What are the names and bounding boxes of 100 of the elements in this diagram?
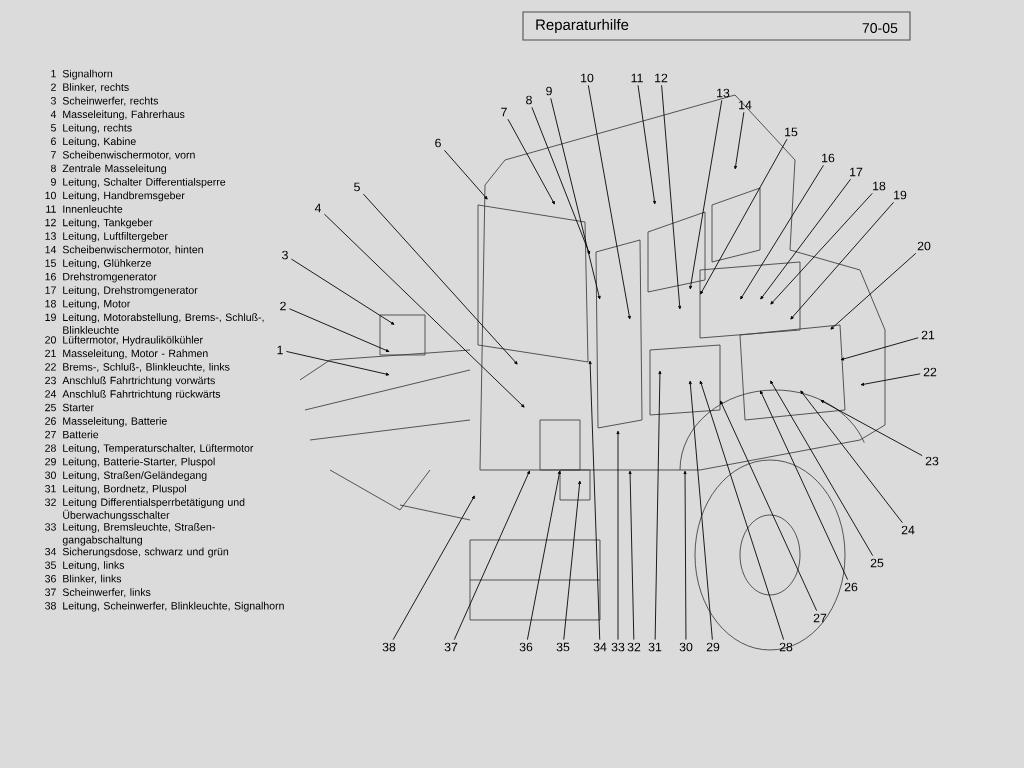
part-name: Leitung, rechts: [63, 123, 132, 134]
callout-number: 21: [921, 330, 935, 340]
part-number: 5: [50, 124, 56, 132]
callout-number: 13: [717, 88, 730, 98]
part-name: Scheinwerfer, rechts: [62, 96, 159, 106]
part-name: Leitung, Glühkerze: [63, 259, 151, 269]
callout-number: 35: [556, 642, 570, 652]
part-number: 26: [45, 417, 56, 425]
leader-line: [563, 480, 582, 641]
leader-line: [531, 106, 591, 255]
part-name: Blinker, links: [63, 574, 122, 584]
leader-line: [820, 400, 923, 457]
callout-number: 16: [822, 153, 835, 163]
callout-number: 3: [282, 250, 288, 260]
leader-line: [616, 430, 620, 641]
leader-line: [790, 201, 894, 320]
part-name: Masseleitung, Batterie: [63, 417, 167, 427]
part-number: 10: [45, 191, 56, 200]
leader-line: [285, 351, 390, 376]
part-name: Innenleuchte: [63, 204, 123, 213]
callout-number: 30: [679, 642, 693, 652]
part-name: Leitung, Scheinwerfer, Blinkleuchte, Signalhorn: [63, 601, 284, 612]
leader-line: [453, 470, 530, 641]
callout-number: 26: [844, 582, 858, 592]
callout-number: 32: [627, 642, 641, 652]
leader-line: [760, 178, 852, 300]
callout-number: 10: [581, 73, 594, 83]
callout-number: 37: [444, 642, 458, 652]
leader-line: [654, 370, 662, 641]
callout-number: 14: [739, 100, 752, 110]
part-number: 35: [45, 561, 56, 569]
callout-number: 23: [925, 456, 939, 466]
callout-number: 11: [631, 73, 643, 83]
part-number: 30: [45, 471, 56, 479]
part-name: Lüftermotor, Hydraulikölkühler: [63, 335, 203, 346]
leader-line: [770, 380, 874, 557]
part-number: 19: [45, 313, 56, 321]
leader-line: [550, 97, 601, 300]
leader-line: [840, 337, 919, 361]
part-name: Leitung, links: [63, 561, 125, 571]
part-number: 11: [46, 205, 56, 213]
part-number: 33: [45, 523, 56, 531]
leader-line: [661, 84, 682, 310]
leader-line: [628, 470, 635, 641]
part-number: 6: [51, 137, 56, 146]
part-number: 27: [45, 430, 56, 439]
leader-line: [637, 84, 656, 205]
part-number: 20: [45, 336, 56, 344]
part-number: 1: [51, 70, 56, 78]
callout-number: 15: [785, 127, 798, 137]
callout-number: 34: [593, 642, 607, 652]
leader-line: [588, 360, 601, 641]
part-name: Scheinwerfer, links: [62, 588, 151, 598]
part-number: 8: [51, 164, 56, 173]
part-name: Leitung, Handbremsgeber: [63, 191, 185, 202]
part-name: Drehstromgenerator: [63, 272, 157, 283]
part-number: 9: [51, 178, 56, 186]
part-number: 7: [51, 151, 56, 159]
part-name: Leitung, Motor: [63, 299, 131, 310]
part-number: 24: [45, 390, 57, 398]
callout-number: 12: [655, 73, 668, 83]
leader-line: [288, 308, 390, 352]
callout-number: 4: [314, 203, 322, 213]
part-name: Leitung, Drehstromgenerator: [63, 286, 198, 296]
part-name: Batterie: [63, 430, 99, 439]
part-number: 38: [45, 602, 56, 610]
part-name: Leitung, Bordnetz, Pluspol: [63, 484, 186, 495]
leader-line: [362, 193, 518, 365]
part-name: Leitung, Bremsleuchte, Straßen- gangabschaltung: [62, 522, 215, 546]
leader-line: [830, 252, 917, 330]
part-name: Signalhorn: [62, 69, 113, 80]
part-name: Scheibenwischermotor, vorn: [62, 150, 195, 160]
callout-number: 33: [611, 642, 625, 652]
part-name: Leitung, Luftfiltergeber: [63, 232, 168, 242]
callout-number: 6: [435, 138, 441, 148]
callout-number: 25: [870, 558, 884, 568]
part-name: Leitung, Schalter Differentialsperre: [63, 177, 226, 188]
part-number: 29: [45, 457, 56, 466]
callout-number: 28: [779, 642, 793, 652]
callout-number: 8: [526, 95, 532, 105]
leader-line: [526, 470, 561, 641]
callout-number: 38: [382, 642, 396, 652]
part-name: Anschluß Fahrtrichtung rückwärts: [62, 389, 221, 400]
part-name: Leitung, Straßen/Geländegang: [63, 471, 207, 481]
callout-number: 27: [813, 613, 827, 623]
callout-number: 17: [850, 167, 863, 177]
leader-line: [860, 373, 921, 386]
part-number: 23: [45, 376, 56, 385]
part-number: 18: [45, 300, 56, 308]
part-number: 3: [50, 97, 56, 105]
part-name: Zentrale Masseleitung: [62, 164, 166, 175]
callout-number: 22: [923, 367, 937, 377]
callout-number: 19: [894, 190, 907, 200]
part-number: 31: [45, 485, 56, 493]
part-name: Leitung, Motorabstellung, Brems-, Schluß-, Blinkleuchte: [63, 313, 264, 334]
part-name: Leitung, Temperaturschalter, Lüftermotor: [63, 444, 254, 454]
callout-number: 7: [501, 107, 507, 117]
part-name: Leitung, Kabine: [63, 137, 136, 148]
part-number: 21: [45, 349, 56, 357]
part-name: Leitung, Tankgeber: [63, 218, 153, 229]
